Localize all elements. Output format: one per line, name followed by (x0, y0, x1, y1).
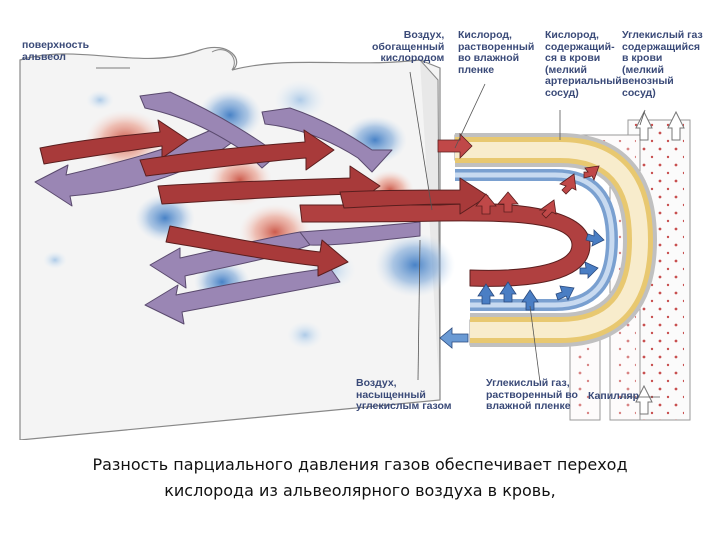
caption-line-1: Разность парциального давления газов обе… (92, 455, 628, 474)
caption-line-2: кислорода из альвеолярного воздуха в кро… (164, 481, 556, 500)
exchange-arrow-icons (437, 133, 600, 219)
figure-caption: Разность парциального давления газов обе… (0, 452, 720, 504)
blood-flow-arrow-icon (635, 110, 685, 415)
label-dissolved-oxygen: Кислород, растворенный во влажной пленке (458, 29, 535, 76)
label-oxygen-rich-air: Воздух, обогащенный кислородом (372, 29, 445, 64)
label-alveolus-surface: поверхность альвеол (22, 39, 90, 63)
label-leader-lines (96, 67, 660, 398)
label-co2-in-blood: Углекислый газ содержащийся в крови (мел… (622, 29, 703, 99)
label-oxygen-in-blood: Кислород, содержащий- ся в крови (мелкий… (545, 29, 622, 99)
co2-exchange-arrow-icons (439, 229, 605, 349)
label-capillary: Капилляр (588, 390, 640, 402)
oxygen-flow-arrows (39, 119, 591, 287)
gas-exchange-diagram (19, 46, 691, 440)
label-dissolved-co2: Углекислый газ, растворенный во влажной … (486, 377, 578, 412)
moist-film-tube (455, 133, 658, 347)
label-co2-saturated-air: Воздух, насыщенный углекислым газом (356, 377, 452, 412)
